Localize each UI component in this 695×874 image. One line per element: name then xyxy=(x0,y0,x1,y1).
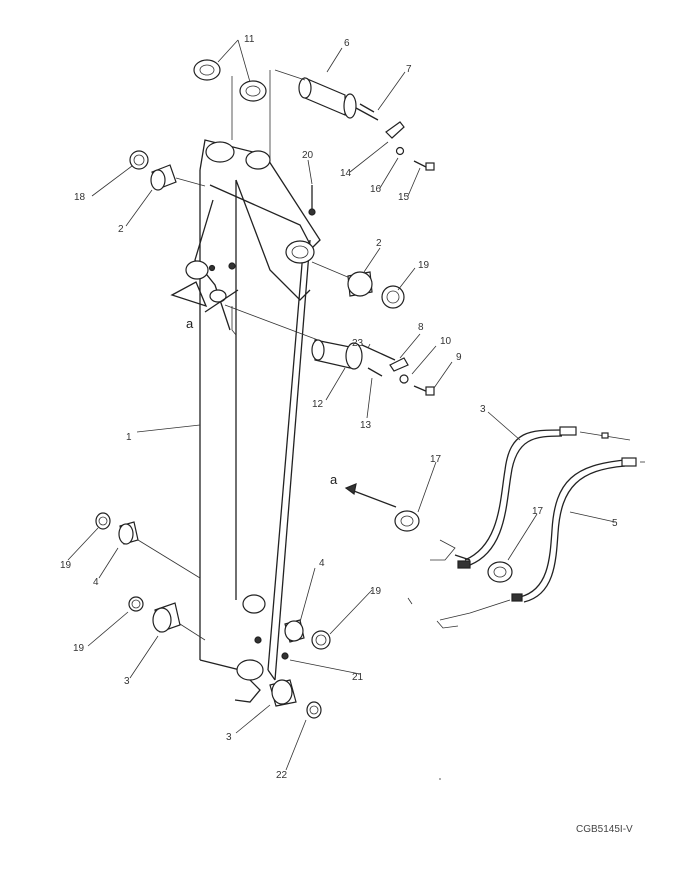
label-19-left: 19 xyxy=(60,560,72,571)
washer-17-mid xyxy=(394,510,420,532)
left-boss xyxy=(185,260,209,280)
label-6: 6 xyxy=(344,38,350,49)
grease-nipple-21 xyxy=(281,652,289,660)
bushing-2-right xyxy=(311,261,373,297)
label-23: 23 xyxy=(352,338,364,349)
pin-12 xyxy=(224,304,363,370)
label-22: 22 xyxy=(276,770,288,781)
bolt-7 xyxy=(355,107,379,121)
bolt-13 xyxy=(367,367,383,377)
grease-nipple xyxy=(228,262,236,270)
label-13: 13 xyxy=(360,420,372,431)
label-19-upper-right: 19 xyxy=(418,260,430,271)
label-4-left: 4 xyxy=(93,577,99,588)
pin-hole xyxy=(209,289,227,303)
label-19-right: 19 xyxy=(370,586,382,597)
seal-19-upper-right xyxy=(381,285,405,309)
label-3-bottom: 3 xyxy=(226,732,232,743)
label-18: 18 xyxy=(74,192,86,203)
label-17-mid: 17 xyxy=(430,454,442,465)
clamp-17-hose xyxy=(487,561,513,583)
label-10: 10 xyxy=(440,336,452,347)
seal-19-bottom xyxy=(306,701,322,719)
view-arrow-a-top xyxy=(170,281,208,308)
label-20: 20 xyxy=(302,150,314,161)
bushing-3-left xyxy=(152,602,206,641)
top-boss-right xyxy=(245,150,271,170)
label-3-hose: 3 xyxy=(480,404,486,415)
label-14: 14 xyxy=(340,168,352,179)
upper-right-boss xyxy=(285,240,315,264)
label-21: 21 xyxy=(352,672,364,683)
label-19-lower-left: 19 xyxy=(73,643,85,654)
seal-19-lower-left xyxy=(128,596,144,612)
view-a-label-top: a xyxy=(186,316,194,331)
hose-3 xyxy=(464,426,631,566)
label-1: 1 xyxy=(126,432,132,443)
leader-lines xyxy=(67,39,616,771)
label-16: 16 xyxy=(370,184,382,195)
seal-18 xyxy=(129,150,149,170)
top-boss-left xyxy=(205,141,235,163)
drawing-code: CGB5145I-V xyxy=(576,824,633,835)
label-5: 5 xyxy=(612,518,618,529)
bushing-3-bottom xyxy=(269,679,297,707)
label-17-hose: 17 xyxy=(532,506,544,517)
label-12: 12 xyxy=(312,399,324,410)
hose-5 xyxy=(519,457,645,603)
label-15: 15 xyxy=(398,192,410,203)
hose-fitting xyxy=(454,554,471,561)
label-3-left: 3 xyxy=(124,676,130,687)
lower-boss xyxy=(242,594,266,614)
bottom-boss xyxy=(236,659,264,681)
label-9: 9 xyxy=(456,352,462,363)
bolt-23 xyxy=(361,344,396,361)
label-2-right: 2 xyxy=(376,238,382,249)
label-11: 11 xyxy=(244,34,255,45)
washer-11b xyxy=(239,80,267,102)
pin-6 xyxy=(274,69,357,119)
seal-19-right xyxy=(311,630,331,650)
view-a-label-mid: a xyxy=(330,472,338,487)
label-7: 7 xyxy=(406,64,412,75)
plate-8 xyxy=(389,357,409,372)
label-8: 8 xyxy=(418,322,424,333)
washer-11a xyxy=(193,59,221,81)
label-4-right: 4 xyxy=(319,558,325,569)
bushing-4-right xyxy=(284,619,305,643)
washer-16 xyxy=(395,146,405,156)
plate-14 xyxy=(385,121,405,139)
bushing-4-left xyxy=(118,521,201,579)
washer-10 xyxy=(399,374,409,384)
bushing-2-upper-left xyxy=(150,164,206,191)
seal-19-left xyxy=(95,512,111,530)
label-2-upper-left: 2 xyxy=(118,224,124,235)
